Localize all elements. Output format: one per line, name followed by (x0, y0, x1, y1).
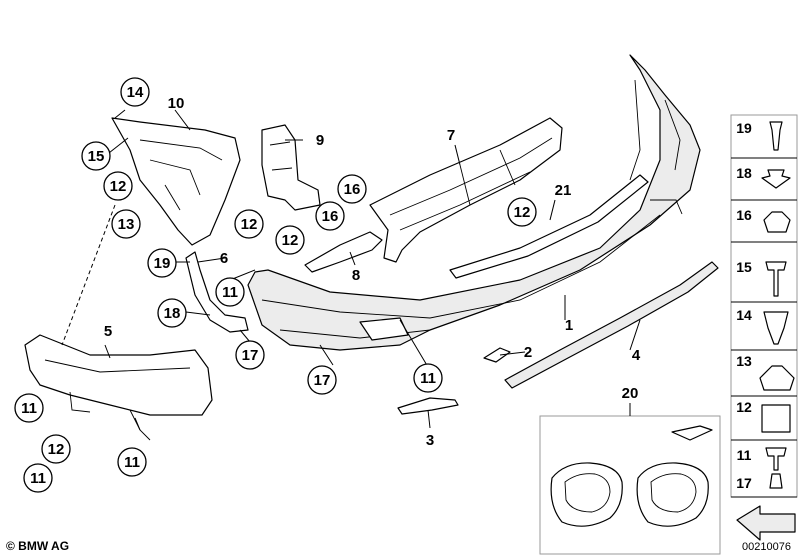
clip-18-icon (761, 169, 791, 189)
bracket-9 (261, 124, 321, 211)
callout-14: 14 (127, 84, 144, 101)
legend-label-17: 17 (736, 475, 752, 491)
clip-17-icon (769, 473, 783, 489)
trim-strip-4 (504, 261, 719, 389)
callout-15: 15 (88, 148, 105, 165)
callout-2: 2 (524, 344, 532, 361)
legend-label-14: 14 (736, 307, 752, 323)
callout-12-a: 12 (110, 178, 127, 195)
legend-label-16: 16 (736, 207, 752, 223)
copyright-brand: © BMW AG (6, 539, 70, 553)
callout-11-b: 11 (420, 370, 436, 387)
legend-label-11: 11 (737, 447, 752, 463)
callout-6: 6 (220, 250, 228, 267)
callout-4: 4 (632, 347, 641, 364)
callout-13: 13 (118, 216, 135, 233)
legend-label-15: 15 (736, 259, 752, 275)
callout-16-a: 16 (322, 208, 339, 225)
trim-strip-21 (449, 174, 649, 279)
callout-11-d: 11 (30, 470, 46, 487)
detail-box-20 (539, 415, 721, 555)
bracket-6 (185, 251, 249, 333)
screw-15-icon (765, 261, 787, 297)
bracket-8 (304, 231, 383, 273)
fastener-legend (730, 114, 798, 498)
callout-11-a: 11 (222, 284, 238, 301)
callout-17-a: 17 (242, 347, 259, 364)
diagram-id: 00210076 (742, 541, 791, 553)
callout-3: 3 (426, 432, 434, 449)
clip-12-icon (761, 404, 791, 433)
legend-label-19: 19 (736, 120, 752, 136)
callout-5: 5 (104, 323, 112, 340)
callout-12-d: 12 (514, 204, 531, 221)
clip-14-icon (763, 311, 789, 345)
callout-7: 7 (447, 127, 455, 144)
callout-20: 20 (622, 385, 639, 402)
callout-8: 8 (352, 267, 360, 284)
legend-label-12: 12 (736, 399, 752, 415)
callout-21: 21 (555, 182, 572, 199)
clip-19-icon (769, 121, 783, 151)
part-2 (483, 347, 511, 363)
callout-11-c: 11 (21, 400, 37, 417)
callout-11-e: 11 (124, 454, 140, 471)
bumper-cover (247, 54, 701, 351)
nut-16-icon (763, 211, 791, 233)
callout-18: 18 (164, 305, 181, 322)
orientation-arrow-icon (736, 505, 796, 541)
callout-1: 1 (565, 317, 573, 334)
legend-label-18: 18 (736, 165, 752, 181)
callout-9: 9 (316, 132, 324, 149)
callout-19: 19 (154, 255, 171, 272)
callout-10: 10 (168, 95, 185, 112)
reflector-3 (397, 397, 459, 415)
legend-label-13: 13 (736, 353, 752, 369)
callout-12-e: 12 (48, 441, 65, 458)
nut-13-icon (759, 365, 795, 391)
side-panel-5 (24, 334, 213, 441)
fastener-legend-labels: 19 18 16 15 14 13 12 11 17 (736, 120, 752, 491)
bumper-carrier (369, 117, 563, 263)
callout-12-c: 12 (282, 232, 299, 249)
callout-17-b: 17 (314, 372, 331, 389)
bracket-10 (111, 117, 241, 246)
callout-16-b: 16 (344, 181, 361, 198)
leader-lines (61, 109, 641, 431)
callout-12-b: 12 (241, 216, 258, 233)
screw-11-icon (765, 447, 787, 471)
callouts: 14 10 15 12 13 12 9 16 12 7 16 12 21 8 1… (14, 77, 641, 493)
